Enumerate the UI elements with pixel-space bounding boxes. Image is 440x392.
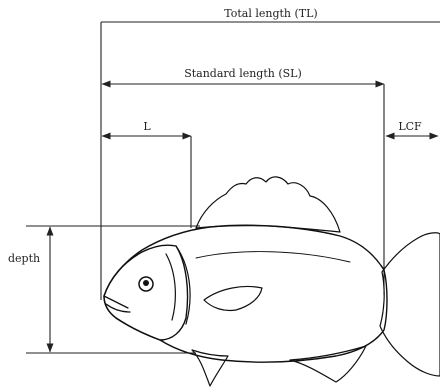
caudal-fin [380, 233, 440, 376]
depth-label: depth [8, 252, 40, 265]
pectoral-fin [204, 287, 262, 311]
total-length-label: Total length (TL) [224, 7, 317, 20]
standard-length-dimension: Standard length (SL) [102, 67, 384, 295]
fish-illustration [104, 177, 440, 386]
dorsal-fin [196, 177, 340, 232]
lcf-dimension: LCF [386, 120, 438, 136]
l-dimension: L [102, 120, 191, 228]
lcf-label: LCF [398, 120, 422, 133]
fish-body [104, 225, 387, 362]
fish-pupil [143, 280, 149, 286]
total-length-dimension: Total length (TL) [101, 7, 440, 300]
l-label: L [143, 120, 151, 133]
lateral-line [196, 252, 350, 262]
standard-length-label: Standard length (SL) [184, 67, 302, 80]
